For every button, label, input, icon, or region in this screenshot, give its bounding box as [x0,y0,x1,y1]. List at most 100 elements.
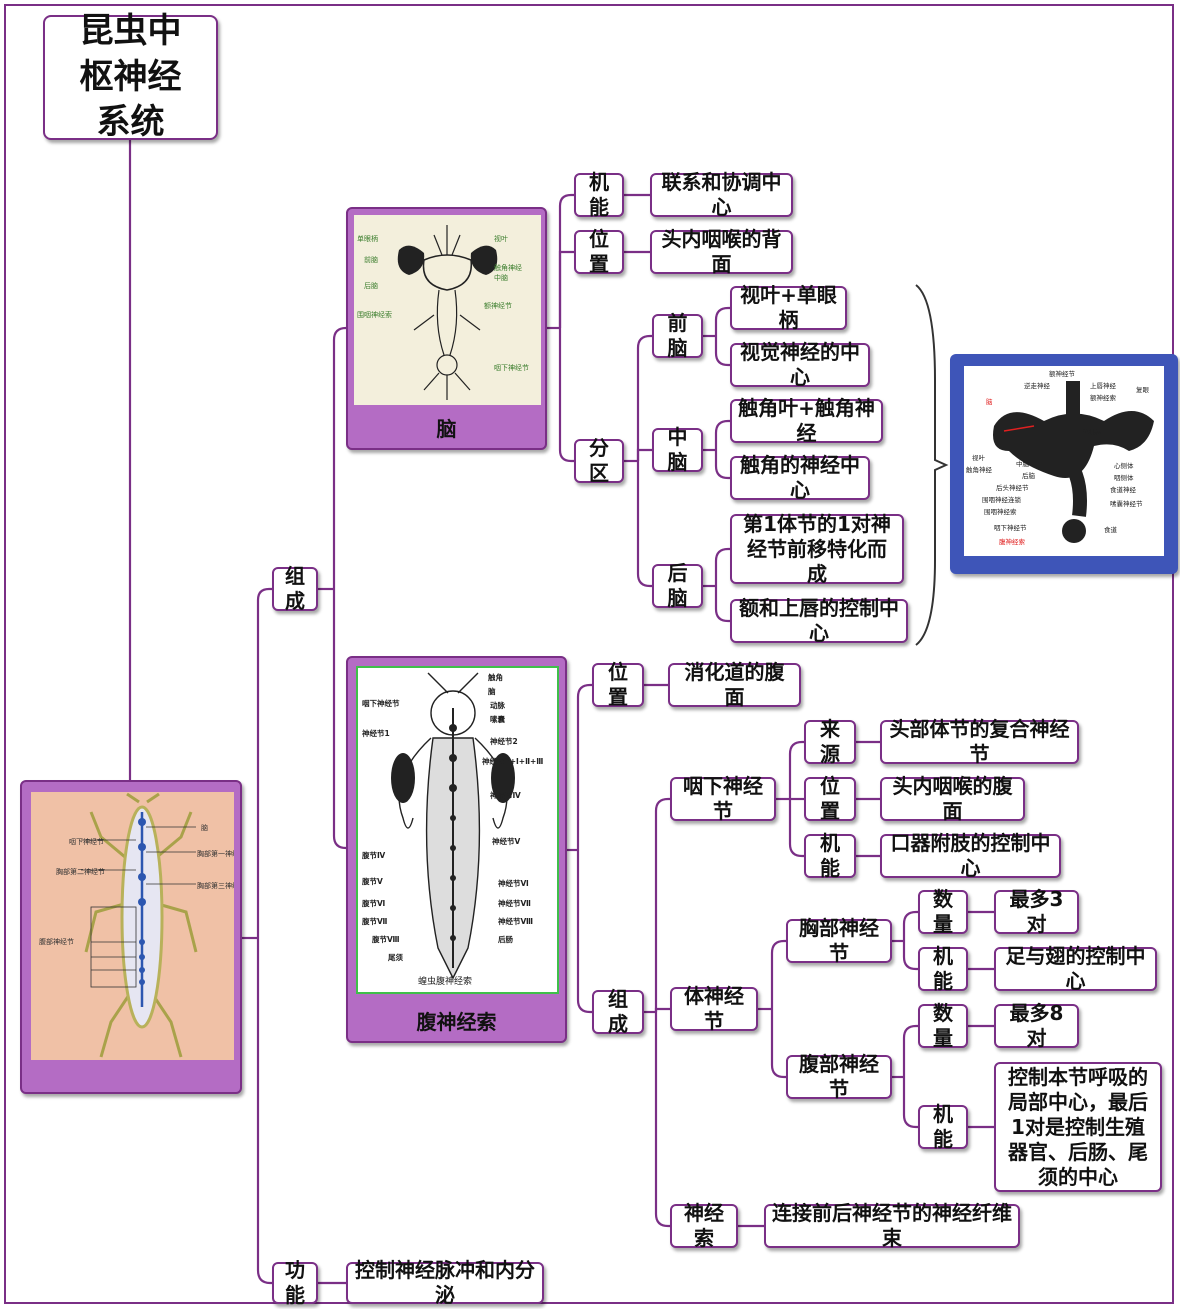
ventral-label: 腹节Ⅳ [361,850,386,860]
ventral-label: 后肠 [498,934,513,944]
head-label: 食道 [1104,525,1118,534]
function-value-node[interactable]: 控制神经脉冲和内分泌 [346,1258,544,1307]
tritocerebrum-label: 后脑 [667,561,688,610]
thoracic-function-value-node[interactable]: 足与翅的控制中心 [994,944,1157,993]
head-label: 触角神经 [966,465,993,474]
brain-label: 单眼柄 [357,234,378,243]
brain-function-value-node[interactable]: 联系和协调中心 [650,170,793,219]
deutocerebrum-node[interactable]: 中脑 [652,425,703,474]
subesophageal-function-value-node[interactable]: 口器附肢的控制中心 [880,831,1061,880]
ventral-label: 神经节1 [362,728,390,738]
connective-value-node[interactable]: 连接前后神经节的神经纤维束 [764,1201,1020,1250]
subesophageal-position-node[interactable]: 位置 [804,774,856,823]
brain-label: 触角神经 [494,263,522,272]
head-label: 后脑 [1022,471,1036,480]
abdominal-function-value: 控制本节呼吸的局部中心，最后1对是控制生殖器官、后肠、尾须的中心 [1008,1064,1148,1189]
body-ganglia-label: 体神经节 [684,984,744,1033]
ventral-label: 神经节Ⅶ [498,898,531,908]
connective-label: 神经索 [684,1201,724,1250]
subesophageal-position-value-node[interactable]: 头内咽喉的腹面 [880,774,1025,823]
brain-function-node[interactable]: 机能 [574,170,624,219]
connective-node[interactable]: 神经索 [670,1201,738,1250]
ventral-label: 腹节Ⅷ [371,934,400,944]
thoracic-ganglia-label: 胸部神经节 [799,916,879,965]
ventral-composition-node[interactable]: 组成 [592,987,644,1036]
thoracic-count-node[interactable]: 数量 [918,887,968,936]
abdominal-count-value-node[interactable]: 最多8对 [994,1001,1079,1050]
head-label: 上唇神经 [1090,381,1117,390]
thoracic-count-value-node[interactable]: 最多3对 [994,887,1079,936]
ventral-label: 咽下神经节 [362,698,400,708]
tritocerebrum-item-node[interactable]: 第1体节的1对神经节前移特化而成 [730,512,904,586]
ventral-label: 神经节Ⅷ [498,916,533,926]
brain-label: 围咽神经索 [357,310,392,319]
protocerebrum-item-node[interactable]: 视觉神经的中心 [730,340,870,389]
tritocerebrum-item: 额和上唇的控制中心 [739,596,899,645]
brain-caption: 脑 [436,417,457,441]
head-label: 嗉囊神经节 [1110,499,1143,508]
ventral-position-node[interactable]: 位置 [592,660,644,709]
insect-label: 咽下神经节 [69,837,104,846]
head-label: 食道神经 [1110,485,1137,494]
subesophageal-position-value: 头内咽喉的腹面 [892,774,1013,823]
tritocerebrum-node[interactable]: 后脑 [652,561,703,610]
root-title-node[interactable]: 昆虫中枢神经系统 [43,11,218,142]
ventral-image-card[interactable]: 触角 脑 动脉 咽下神经节 嗉囊 神经节1 神经节2 神经节3+Ⅰ+Ⅱ+Ⅲ 神经… [346,656,567,1043]
brain-label: 视叶 [494,234,508,243]
abdominal-count-value: 最多8对 [1009,1001,1064,1050]
protocerebrum-node[interactable]: 前脑 [652,311,703,360]
head-label: 后头神经节 [996,483,1029,492]
brain-image-card[interactable]: 单眼柄 前脑 后脑 围咽神经索 视叶 触角神经 中脑 额神经节 咽下神经节 脑 [346,207,547,450]
ventral-label: 腹节Ⅴ [361,876,383,886]
ventral-label: 腹节Ⅶ [361,916,387,926]
thoracic-function-value: 足与翅的控制中心 [1005,944,1146,993]
ventral-label: 脑 [487,686,496,696]
head-label: 围咽神经连锁 [982,495,1022,504]
composition-node[interactable]: 组成 [272,564,318,613]
ventral-caption: 腹神经索 [416,1010,497,1034]
abdominal-count-node[interactable]: 数量 [918,1001,968,1050]
deutocerebrum-item-node[interactable]: 触角的神经中心 [730,453,870,502]
brain-position-node[interactable]: 位置 [574,227,624,276]
brain-function-value: 联系和协调中心 [661,170,782,219]
root-title: 昆虫中枢神经系统 [79,10,182,143]
brain-label: 咽下神经节 [494,363,529,372]
abdominal-function-node[interactable]: 机能 [918,1102,968,1151]
head-image-card[interactable]: 额神经节 逆走神经 脑 视叶 触角神经 中脑 后脑 后头神经节 围咽神经连锁 围… [950,354,1178,574]
subesophageal-source-node[interactable]: 来源 [804,717,856,766]
thoracic-function-node[interactable]: 机能 [918,944,968,993]
brain-diagram: 单眼柄 前脑 后脑 围咽神经索 视叶 触角神经 中脑 额神经节 咽下神经节 [354,215,541,405]
ventral-label: 神经节Ⅴ [492,836,520,846]
subesophageal-source-value: 头部体节的复合神经节 [889,717,1070,766]
deutocerebrum-label: 中脑 [667,425,688,474]
insect-label: 胸部第一神经节 [197,849,234,858]
subesophageal-function-value: 口器附肢的控制中心 [890,831,1051,880]
brain-position-value-node[interactable]: 头内咽喉的背面 [650,227,793,276]
protocerebrum-item-node[interactable]: 视叶+单眼柄 [730,283,847,332]
ventral-position-value-node[interactable]: 消化道的腹面 [668,660,801,709]
thoracic-ganglia-node[interactable]: 胸部神经节 [786,916,892,965]
ventral-label: 嗉囊 [490,714,505,724]
brain-label: 中脑 [494,273,508,282]
subesophageal-node[interactable]: 咽下神经节 [670,774,776,823]
body-ganglia-node[interactable]: 体神经节 [670,984,758,1033]
tritocerebrum-item-node[interactable]: 额和上唇的控制中心 [730,596,908,645]
brain-label: 前脑 [364,255,378,264]
ventral-diagram: 触角 脑 动脉 咽下神经节 嗉囊 神经节1 神经节2 神经节3+Ⅰ+Ⅱ+Ⅲ 神经… [356,666,559,994]
brain-position-value: 头内咽喉的背面 [661,227,782,276]
function-node[interactable]: 功能 [272,1258,318,1307]
deutocerebrum-item-node[interactable]: 触角叶+触角神经 [730,396,883,445]
head-label: 视叶 [972,453,986,462]
brain-division-node[interactable]: 分区 [574,436,624,485]
insect-label: 胸部第二神经节 [56,867,105,876]
insect-image-card[interactable]: 咽下神经节 胸部第二神经节 腹部神经节 脑 胸部第一神经节 胸部第三神经节 [20,780,242,1094]
subesophageal-position-label: 位置 [820,774,840,823]
brain-function-label: 机能 [589,170,609,219]
abdominal-ganglia-node[interactable]: 腹部神经节 [786,1052,892,1101]
abdominal-count-label: 数量 [933,1001,953,1050]
subesophageal-function-node[interactable]: 机能 [804,831,856,880]
abdominal-function-value-node[interactable]: 控制本节呼吸的局部中心，最后1对是控制生殖器官、后肠、尾须的中心 [994,1062,1162,1192]
deutocerebrum-item: 触角的神经中心 [740,453,860,502]
subesophageal-source-value-node[interactable]: 头部体节的复合神经节 [880,717,1079,766]
